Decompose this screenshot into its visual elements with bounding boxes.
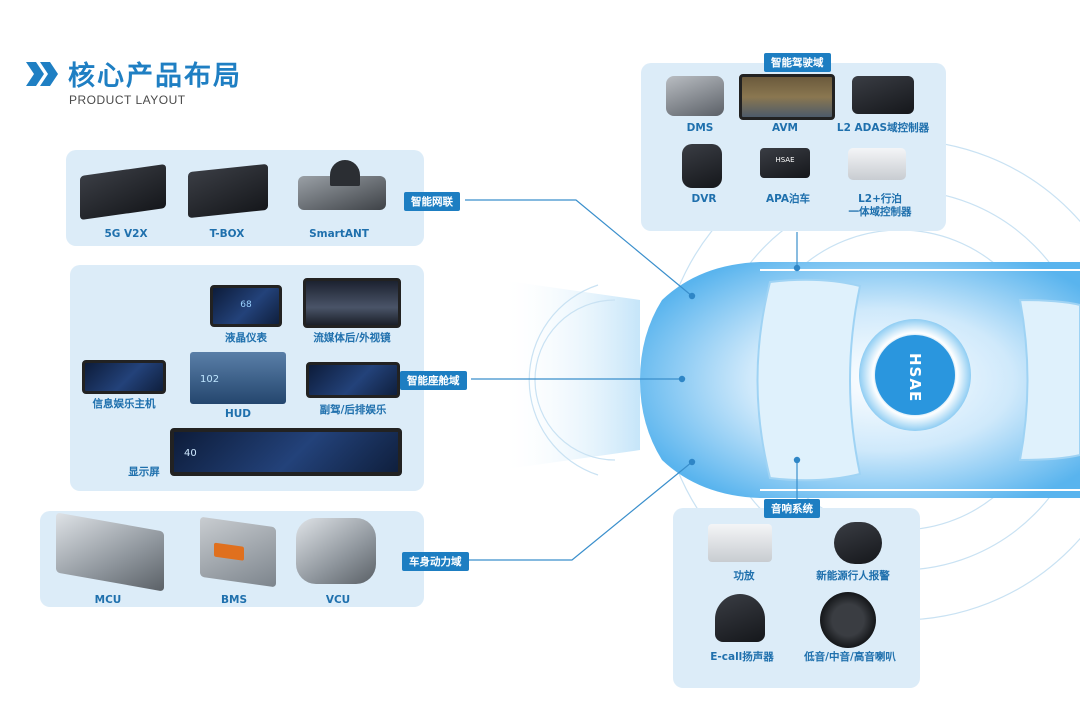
product-image-infotainment-head-unit	[82, 360, 166, 394]
label-5g-v2x: 5G V2X	[104, 228, 148, 240]
label-hud: HUD	[224, 408, 252, 420]
product-image-amplifier	[708, 524, 772, 562]
cluster-readout: 68	[240, 300, 252, 310]
label-vcu: VCU	[325, 594, 351, 606]
label-lcd-cluster: 液晶仪表	[225, 332, 267, 344]
tag-audio: 音响系统	[764, 499, 820, 518]
product-image-lcd-cluster: 68	[210, 285, 282, 327]
label-infotainment-head-unit: 信息娱乐主机	[92, 398, 156, 410]
label-mcu: MCU	[94, 594, 122, 606]
product-image-rear-entertainment	[306, 362, 400, 398]
page-title: 核心产品布局	[68, 61, 242, 92]
tag-cockpit: 智能座舱域	[400, 371, 467, 390]
product-image-l2-adas-controller	[852, 76, 914, 114]
car-logo: HSAE	[906, 353, 924, 403]
bms-connector-icon	[214, 542, 244, 561]
label-l2plus-line1: L2+行泊	[858, 193, 902, 205]
product-image-hud: 102	[190, 352, 286, 404]
tag-adas: 智能驾驶域	[764, 53, 831, 72]
label-apa-parking: APA泊车	[766, 193, 810, 205]
label-l2-adas-controller: L2 ADAS域控制器	[836, 122, 930, 134]
product-image-avm	[739, 74, 835, 120]
apa-brand-mark: HSAE	[775, 156, 795, 164]
product-image-dvr	[682, 144, 722, 188]
antenna-fin-icon	[330, 160, 360, 186]
label-display-screen: 显示屏	[128, 466, 160, 478]
label-smartant: SmartANT	[309, 228, 369, 240]
product-image-bms	[200, 516, 276, 588]
page-subtitle: PRODUCT LAYOUT	[69, 93, 186, 107]
product-image-vcu	[296, 518, 376, 584]
product-image-tbox	[188, 163, 268, 219]
product-image-display-screen: 40	[170, 428, 402, 476]
product-image-speakers	[820, 592, 876, 648]
label-speakers: 低音/中音/高音喇叭	[804, 651, 896, 663]
label-avm: AVM	[772, 122, 798, 134]
display-readout: 40	[184, 448, 197, 459]
label-bms: BMS	[220, 594, 248, 606]
label-dvr: DVR	[691, 193, 717, 205]
product-image-ecall-speaker	[715, 594, 765, 642]
label-rear-entertainment: 副驾/后排娱乐	[319, 404, 387, 416]
brand-chevron-icon	[26, 62, 58, 86]
label-tbox: T-BOX	[209, 228, 245, 240]
product-image-apa-parking: HSAE	[760, 148, 810, 178]
product-image-pedestrian-alert	[834, 522, 882, 564]
tag-connectivity: 智能网联	[404, 192, 460, 211]
label-pedestrian-alert: 新能源行人报警	[816, 570, 890, 582]
hud-readout: 102	[200, 374, 220, 385]
product-image-streaming-mirror	[303, 278, 401, 328]
label-streaming-mirror: 流媒体后/外视镜	[313, 332, 391, 344]
label-amplifier: 功放	[733, 570, 755, 582]
label-l2plus-line2: 一体域控制器	[848, 206, 912, 218]
product-image-l2plus-controller	[848, 148, 906, 180]
tag-body-power: 车身动力域	[402, 552, 469, 571]
label-ecall-speaker: E-call扬声器	[710, 651, 774, 663]
product-image-dms	[666, 76, 724, 116]
label-dms: DMS	[686, 122, 714, 134]
